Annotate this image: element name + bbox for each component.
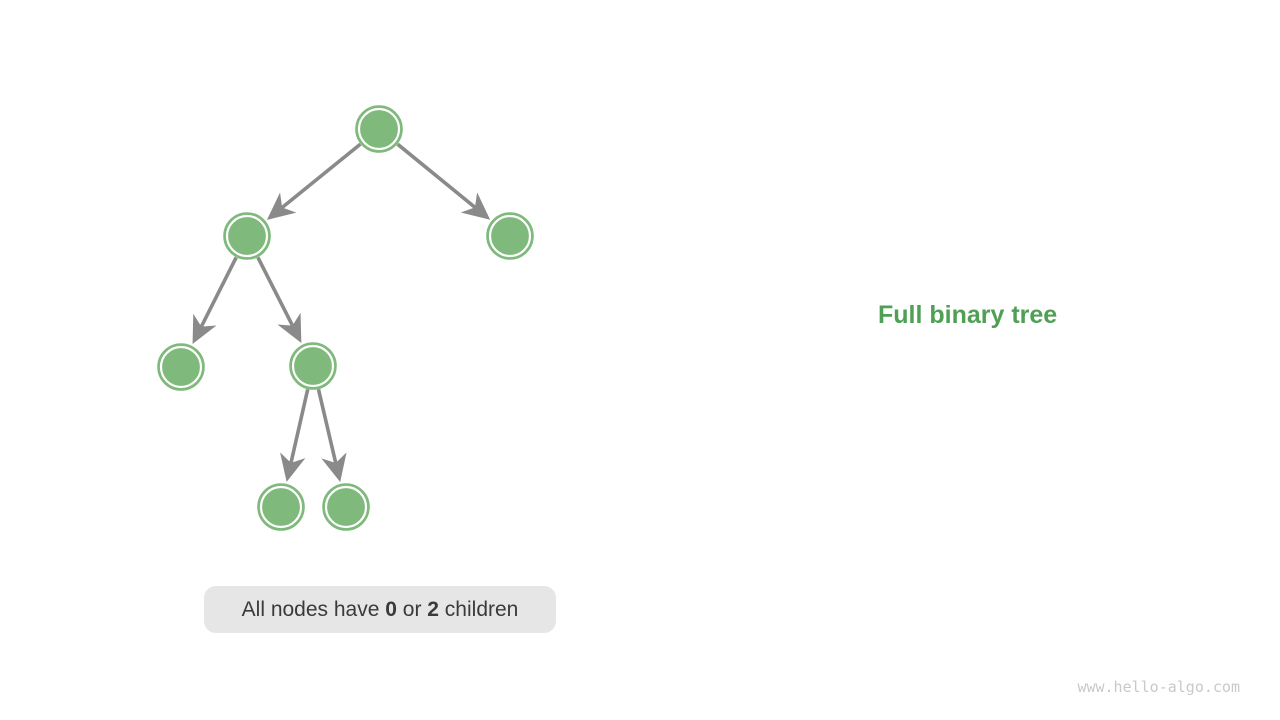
tree-node-disk bbox=[223, 212, 271, 260]
tree-node-ring bbox=[259, 485, 303, 529]
caption-bold-two: 2 bbox=[427, 598, 439, 621]
tree-node bbox=[322, 483, 370, 531]
tree-node-ring bbox=[225, 214, 269, 258]
tree-node bbox=[157, 343, 205, 391]
tree-node bbox=[257, 483, 305, 531]
tree-edge bbox=[316, 388, 347, 483]
tree-node-disk bbox=[289, 342, 337, 390]
figure-title: Full binary tree bbox=[878, 301, 1058, 329]
tree-edge bbox=[192, 256, 238, 345]
tree-node bbox=[289, 342, 337, 390]
watermark: www.hello-algo.com bbox=[1077, 678, 1240, 696]
caption-text-suffix: children bbox=[438, 598, 519, 621]
caption-bold-zero: 0 bbox=[385, 598, 397, 621]
tree-node-ring bbox=[488, 214, 532, 258]
tree-node bbox=[223, 212, 271, 260]
tree-node-ring bbox=[291, 344, 335, 388]
tree-edge bbox=[396, 142, 491, 220]
tree-edge bbox=[266, 142, 362, 220]
caption-box: All nodes have 0 or 2 children bbox=[204, 586, 556, 633]
tree-node bbox=[486, 212, 534, 260]
tree-node-disk bbox=[486, 212, 534, 260]
caption-text-middle: or bbox=[396, 598, 428, 621]
tree-edge bbox=[256, 256, 302, 344]
tree-node bbox=[355, 105, 403, 153]
tree-node-disk bbox=[322, 483, 370, 531]
tree-node-disk bbox=[157, 343, 205, 391]
tree-edge bbox=[280, 389, 310, 482]
tree-node-ring bbox=[159, 345, 203, 389]
caption-text-prefix: All nodes have bbox=[241, 598, 386, 621]
tree-node-ring bbox=[357, 107, 401, 151]
tree-node-disk bbox=[355, 105, 403, 153]
tree-node-disk bbox=[257, 483, 305, 531]
tree-node-ring bbox=[324, 485, 368, 529]
